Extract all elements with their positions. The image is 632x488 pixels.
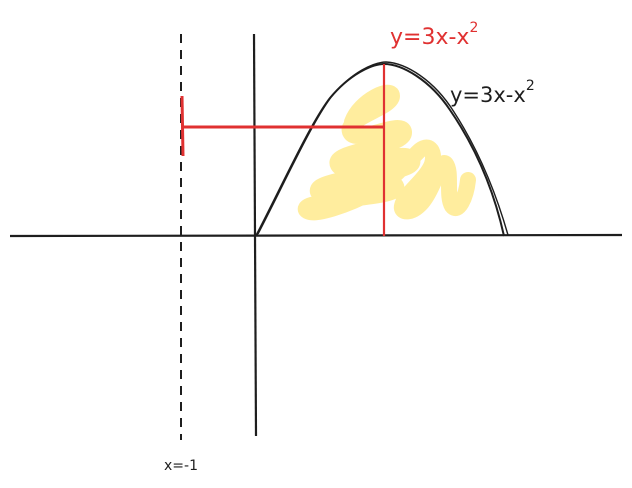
black-curve-label-exponent: 2 [526, 78, 535, 94]
red-curve-label-exponent: 2 [469, 20, 478, 36]
y-axis [252, 33, 258, 437]
yellow-shading-scribble [297, 84, 476, 221]
red-curve-label-base: y=3x-x [390, 25, 469, 50]
red-end-tick [180, 95, 185, 157]
red-curve-label: y=3x-x2 [390, 20, 478, 50]
x-axis [9, 233, 623, 238]
dashed-line-label: x=-1 [164, 458, 198, 474]
black-curve-label: y=3x-x2 [450, 78, 535, 107]
parabola-curve-second-stroke [257, 61, 509, 236]
black-curve-label-base: y=3x-x [450, 83, 526, 107]
